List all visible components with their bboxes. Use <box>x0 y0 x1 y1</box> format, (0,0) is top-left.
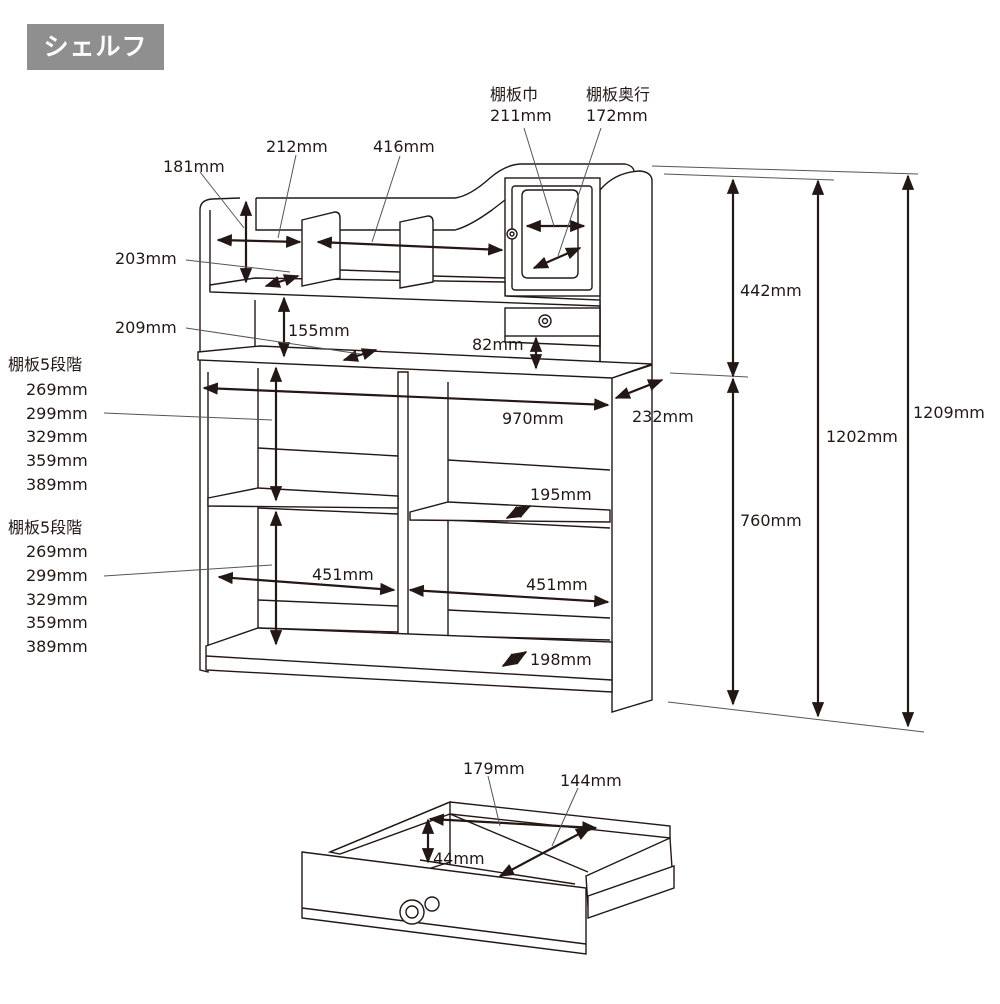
shelf-drawing <box>197 163 653 713</box>
bottom-board <box>205 627 613 693</box>
step-list-2-item: 299mm <box>26 566 88 585</box>
label-drawer-height: 82mm <box>472 335 524 354</box>
center-divider <box>397 371 409 657</box>
label-drawer-inner-height: 44mm <box>433 849 485 868</box>
label-overall-depth: 232mm <box>632 407 694 426</box>
label-lower-depth-lower: 198mm <box>530 650 592 669</box>
label-lower-height: 760mm <box>740 511 802 530</box>
label-upper-height: 442mm <box>740 281 802 300</box>
label-drawer-inner-width: 179mm <box>463 759 525 778</box>
lower-shelf-left <box>207 487 399 509</box>
label-right-bay-width: 451mm <box>526 575 588 594</box>
drawer-drawing <box>301 775 675 955</box>
drawer-runner <box>587 865 675 919</box>
lower-shelf-right <box>409 501 611 523</box>
label-height-b: 1209mm <box>913 403 985 422</box>
label-mid-height: 155mm <box>288 321 350 340</box>
label-shelf-width: 211mm <box>490 106 552 125</box>
upper-divider-right <box>399 215 434 289</box>
step-list-2-heading: 棚板5段階 <box>8 518 82 537</box>
step-list-2-item: 359mm <box>26 613 88 632</box>
drawer-knob <box>399 899 425 925</box>
step-list-2-item: 269mm <box>26 542 88 561</box>
upper-divider-left <box>301 211 341 287</box>
step-list-1-item: 359mm <box>26 451 88 470</box>
label-shelf-width-title: 棚板巾 <box>490 85 538 104</box>
step-list-2-item: 389mm <box>26 637 88 656</box>
label-mid-depth: 209mm <box>115 318 177 337</box>
step-list-2-item: 329mm <box>26 590 88 609</box>
top-back-board <box>256 163 641 199</box>
label-overall-width: 970mm <box>502 409 564 428</box>
label-upper-shelf-depth: 203mm <box>115 249 177 268</box>
drawer-front <box>301 851 587 955</box>
label-drawer-inner-depth: 144mm <box>560 771 622 790</box>
right-side-panel <box>599 170 653 713</box>
step-list-1-item: 329mm <box>26 427 88 446</box>
step-list-1-heading: 棚板5段階 <box>8 355 82 374</box>
upper-cabinet <box>504 177 601 297</box>
label-lower-depth-upper: 195mm <box>530 485 592 504</box>
step-list-1-item: 299mm <box>26 404 88 423</box>
label-left-bay-width: 451mm <box>312 565 374 584</box>
label-shelf-depth: 172mm <box>586 106 648 125</box>
small-drawer-knob <box>538 314 552 328</box>
label-height-a: 1202mm <box>826 427 898 446</box>
door-knob <box>506 228 518 240</box>
counter-top <box>197 345 653 379</box>
dimension-arrows <box>103 127 925 733</box>
page-title: シェルフ <box>27 24 164 70</box>
drawer-back <box>327 801 671 855</box>
label-slot-width: 181mm <box>163 157 225 176</box>
step-list-1-item: 269mm <box>26 380 88 399</box>
dimension-labels: 181mm 212mm 416mm 203mm 棚板巾 211mm 棚板奥行 1… <box>8 85 985 868</box>
label-upper-center-width: 416mm <box>373 137 435 156</box>
small-drawer <box>504 307 601 337</box>
label-shelf-depth-title: 棚板奥行 <box>586 85 650 104</box>
step-list-1-item: 389mm <box>26 475 88 494</box>
label-slot-height: 212mm <box>266 137 328 156</box>
